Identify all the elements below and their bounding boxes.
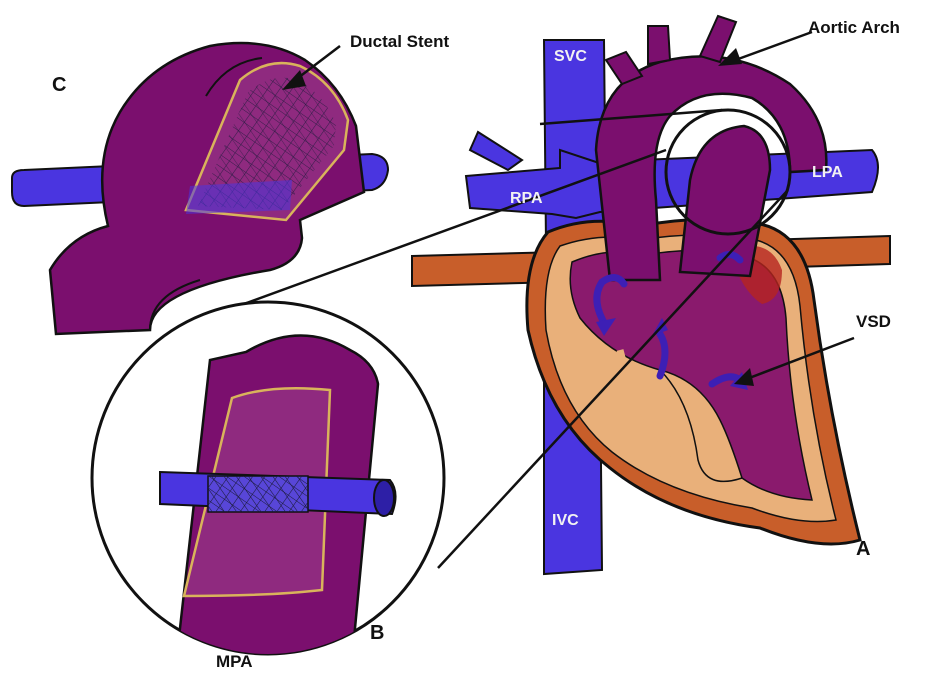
mpa-label: MPA xyxy=(216,652,253,672)
panel-c-illustration xyxy=(12,43,388,334)
vsd-label: VSD xyxy=(856,312,891,332)
ivc-label: IVC xyxy=(552,512,579,530)
panel-a-illustration xyxy=(412,16,890,574)
panel-b-label: B xyxy=(370,622,384,645)
ductal-stent-label: Ductal Stent xyxy=(350,32,449,52)
aortic-arch-label: Aortic Arch xyxy=(808,18,900,38)
panel-b-illustration xyxy=(92,302,444,664)
svc-label: SVC xyxy=(554,48,587,66)
panel-a-label: A xyxy=(856,538,870,561)
lpa-label: LPA xyxy=(812,164,843,182)
panel-c-label: C xyxy=(52,74,66,97)
rpa-label: RPA xyxy=(510,190,543,208)
